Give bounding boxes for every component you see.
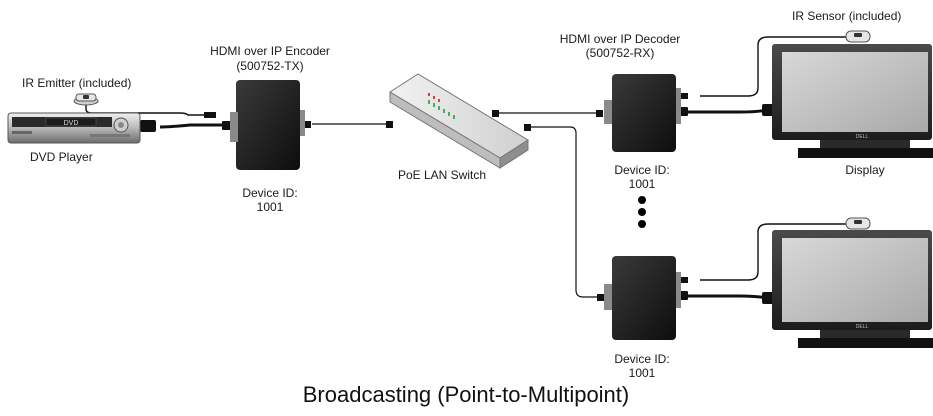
encoder-box <box>230 80 305 170</box>
encoder-title: HDMI over IP Encoder <box>210 44 330 58</box>
ir-emitter <box>73 93 99 106</box>
encoder-device-id-label: Device ID: <box>242 186 298 200</box>
ethernet-cable-switch-decoder-bottom <box>530 126 600 298</box>
encoder-model: (500752-TX) <box>236 59 304 73</box>
ir-sensor-cable-bottom <box>700 223 850 281</box>
dvd-player <box>7 112 141 144</box>
switch-label: PoE LAN Switch <box>397 168 487 182</box>
decoder-top-model: (500752-RX) <box>585 46 655 60</box>
decoder-box-top <box>604 74 681 152</box>
diagram-caption: Broadcasting (Point-to-Multipoint) <box>302 382 630 407</box>
hdmi-cable-dvd-encoder <box>159 123 228 129</box>
ir-sensor-cable-top <box>700 36 850 97</box>
decoder-top-title: HDMI over IP Decoder <box>559 32 681 46</box>
dvd-player-label: DVD Player <box>30 150 93 164</box>
display-bottom-brand: DELL <box>856 324 869 330</box>
hdmi-cable-decoder-bottom-display <box>676 294 769 300</box>
encoder-device-id: 1001 <box>256 200 284 214</box>
display-bottom <box>772 230 933 348</box>
decoder-top-device-id-label: Device ID: <box>614 163 670 177</box>
ir-sensor-top <box>845 30 871 43</box>
display-top <box>772 44 933 158</box>
decoder-top-device-id: 1001 <box>628 177 656 191</box>
decoder-box-bottom <box>604 256 681 340</box>
continuation-dots <box>638 196 646 228</box>
poe-lan-switch <box>389 73 529 169</box>
decoder-bottom-device-id: 1001 <box>628 366 656 380</box>
decoder-bottom-device-id-label: Device ID: <box>614 352 670 366</box>
display-top-brand: DELL <box>856 134 869 140</box>
display-top-label: Display <box>845 163 885 177</box>
ir-sensor-label: IR Sensor (included) <box>792 9 902 23</box>
dvd-screen-text: DVD <box>64 120 79 127</box>
ir-sensor-bottom <box>845 217 871 230</box>
hdmi-cable-decoder-top-display <box>676 108 769 114</box>
ir-emitter-label: IR Emitter (included) <box>22 76 132 90</box>
